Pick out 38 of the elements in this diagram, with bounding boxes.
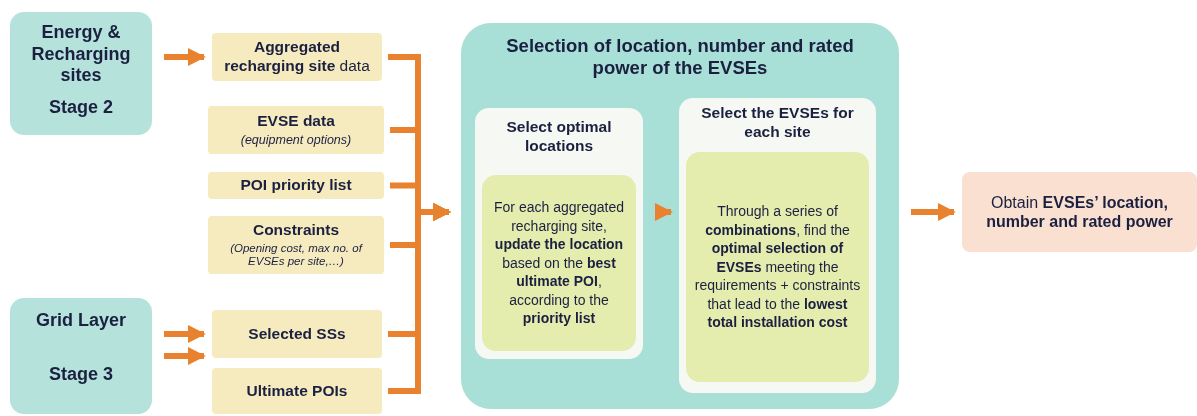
input-data-box — [208, 106, 384, 154]
step-title: Select the EVSEs for each site — [700, 104, 855, 142]
bracket-arrow — [388, 203, 451, 394]
process-group-box — [461, 23, 899, 409]
input-note: (Opening cost, max no. of EVSEs per site,…) — [229, 241, 364, 270]
output-box — [962, 172, 1197, 252]
arrow — [164, 48, 206, 66]
stage-box — [10, 12, 152, 135]
arrow — [164, 325, 206, 343]
input-title: Aggregated recharging site data — [223, 38, 371, 76]
arrow — [654, 203, 673, 221]
arrow — [911, 203, 956, 221]
input-data-box — [212, 310, 382, 358]
input-title: Constraints — [252, 220, 340, 240]
stage-title: Grid Layer — [35, 310, 126, 332]
input-title: EVSE data — [257, 111, 335, 131]
input-title: Ultimate POIs — [246, 381, 348, 401]
group-title: Selection of location, number and rated power of the EVSEs — [505, 35, 855, 80]
step-description-box — [482, 175, 636, 351]
input-data-box — [208, 172, 384, 199]
stage-label: Stage 3 — [49, 363, 113, 386]
step-card — [475, 108, 643, 359]
step-description: Through a series of combinations, find the optimal selection of EVSEs meeting the requirements + constraints that lead to the lowest total installation cost — [694, 202, 861, 332]
stage-label: Stage 2 — [49, 96, 113, 119]
step-description: For each aggregated recharging site, update the location based on the best ultimate POI, according to the priority list — [493, 198, 625, 328]
step-description-box — [686, 152, 869, 382]
stage-title: Energy & Recharging sites — [30, 22, 132, 87]
input-title: POI priority list — [240, 176, 352, 195]
output-text: Obtain EVSEs’ location, number and rated power — [985, 192, 1174, 232]
step-card — [679, 98, 876, 393]
input-note: (equipment options) — [240, 133, 352, 149]
step-title: Select optimal locations — [505, 118, 613, 156]
input-title: Selected SSs — [248, 324, 346, 344]
arrow — [164, 347, 206, 365]
input-data-box — [212, 33, 382, 81]
input-data-box — [212, 368, 382, 414]
stage-box — [10, 298, 152, 414]
input-data-box — [208, 216, 384, 274]
